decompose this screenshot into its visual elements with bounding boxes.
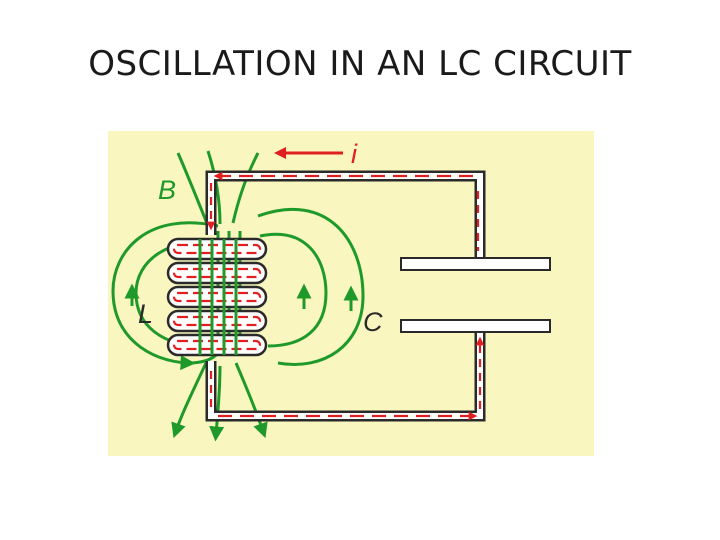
capacitor-label: C <box>363 307 383 337</box>
current-label: i <box>351 139 358 169</box>
capacitor-bottom-plate <box>400 319 551 333</box>
lc-circuit-diagram: i B L C <box>108 131 594 456</box>
field-label: B <box>158 175 176 205</box>
inductor-coil <box>166 237 268 357</box>
capacitor-plates <box>400 257 551 333</box>
current-flow-arrows <box>206 171 485 421</box>
capacitor-top-plate <box>400 257 551 271</box>
slide-title: OSCILLATION IN AN LC CIRCUIT <box>88 44 632 84</box>
inductor-label: L <box>138 299 153 329</box>
